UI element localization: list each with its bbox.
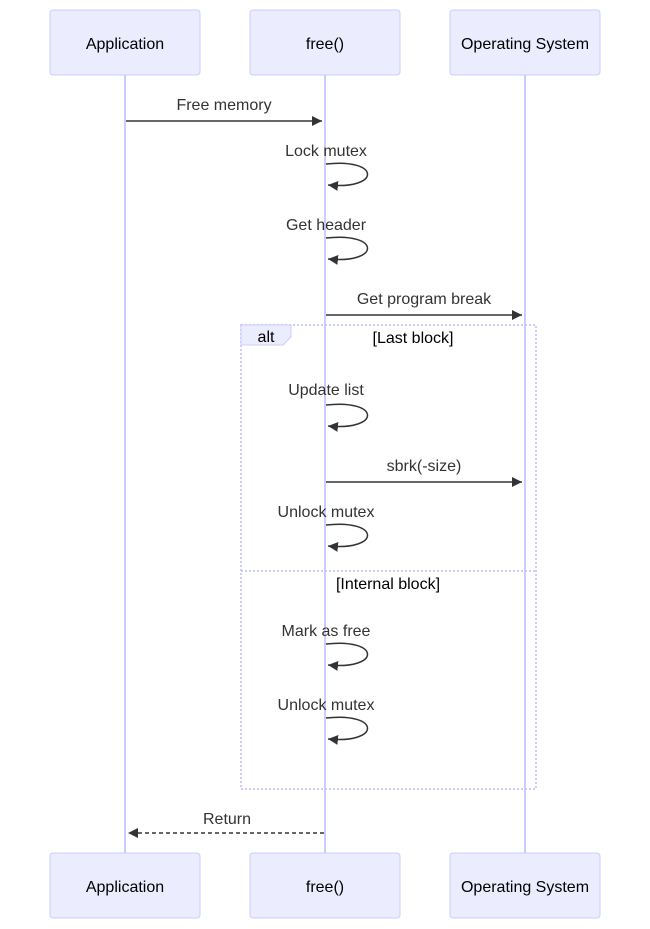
self-loop-arrow [325, 642, 369, 671]
actor-label: Application [86, 36, 164, 53]
message-label: sbrk(-size) [387, 458, 462, 475]
message-label: Lock mutex [285, 143, 367, 160]
message-lock-mutex: Lock mutex [285, 143, 369, 191]
message-label: Unlock mutex [278, 504, 375, 521]
message-label: Get program break [357, 291, 492, 308]
alt-frame-border [240, 324, 537, 790]
alt-label: alt [258, 329, 275, 346]
alt-frame: alt [Last block] [Internal block] [240, 324, 537, 790]
self-loop-arrow [325, 716, 369, 745]
message-mark-as-free: Mark as free [282, 623, 371, 671]
message-label: Update list [288, 382, 364, 399]
message-label: Get header [286, 217, 367, 234]
message-label: Free memory [176, 97, 271, 114]
self-loop-arrow [325, 236, 369, 265]
message-update-list: Update list [288, 382, 369, 432]
message-unlock-mutex-2: Unlock mutex [278, 697, 375, 745]
message-label: Unlock mutex [278, 697, 375, 714]
self-loop-arrow [325, 523, 369, 552]
actor-label: Application [86, 879, 164, 896]
message-return: Return [128, 811, 324, 838]
self-loop-arrow [325, 162, 369, 191]
message-label: Mark as free [282, 623, 371, 640]
actor-label: free() [306, 36, 344, 53]
alt-condition-last-block: [Last block] [373, 330, 454, 347]
message-free-memory: Free memory [126, 97, 322, 126]
actor-label: Operating System [461, 36, 589, 53]
actor-bottom-free: free() [249, 852, 401, 919]
actor-label: free() [306, 879, 344, 896]
alt-tab [240, 324, 292, 346]
alt-condition-internal-block: [Internal block] [336, 576, 440, 593]
message-get-header: Get header [286, 217, 369, 265]
actor-label: Operating System [461, 879, 589, 896]
self-loop-arrow [325, 403, 369, 432]
message-label: Return [203, 811, 251, 828]
actor-bottom-application: Application [49, 852, 201, 919]
actor-top-free: free() [249, 9, 401, 76]
actor-top-operating-system: Operating System [449, 9, 601, 76]
message-unlock-mutex-1: Unlock mutex [278, 504, 375, 552]
message-sbrk: sbrk(-size) [326, 458, 522, 487]
message-get-program-break: Get program break [326, 291, 522, 320]
actor-top-application: Application [49, 9, 201, 76]
actor-bottom-operating-system: Operating System [449, 852, 601, 919]
